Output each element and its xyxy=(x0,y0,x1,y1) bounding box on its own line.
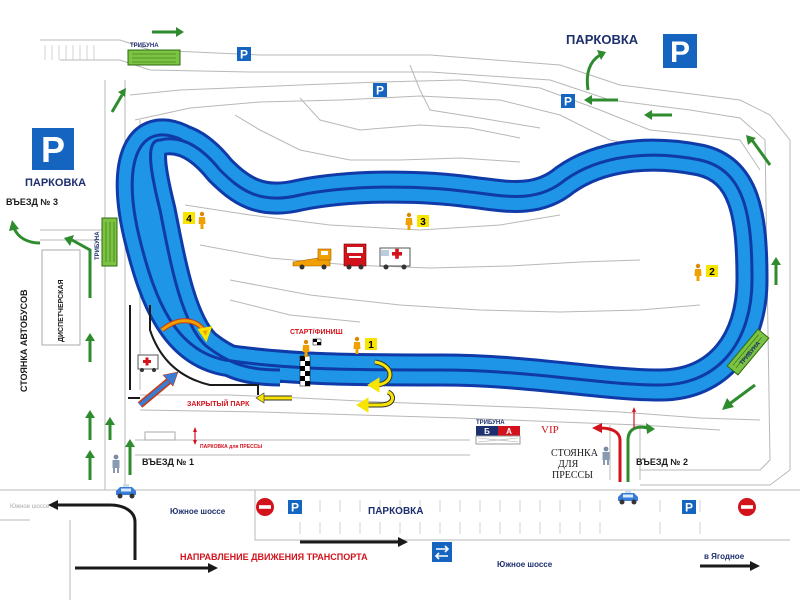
parking-sign xyxy=(237,47,251,62)
dispatch-label: ДИСПЕТЧЕРСКАЯ xyxy=(58,279,65,342)
marshal-post-3: 3 xyxy=(405,212,429,230)
stand-left-label: ТРИБУНА xyxy=(95,231,101,260)
parking-sign xyxy=(682,500,696,515)
tow-truck-icon xyxy=(292,248,332,270)
start-finish-line xyxy=(299,355,311,387)
traffic-direction-label: НАПРАВЛЕНИЕ ДВИЖЕНИЯ ТРАНСПОРТА xyxy=(180,552,368,562)
marshal-post-1: 1 xyxy=(353,336,377,354)
closed-park-entry-arrow xyxy=(137,371,179,408)
entry-1-label: ВЪЕЗД № 1 xyxy=(142,457,194,467)
parking-sign xyxy=(288,500,302,515)
stand-left: ТРИБУНА xyxy=(95,217,118,267)
press-parking-label-1: СТОЯНКА xyxy=(551,448,599,459)
press-parking-label-3: ПРЕССЫ xyxy=(552,470,593,481)
fire-truck-icon xyxy=(343,243,367,270)
race-track xyxy=(115,118,769,402)
parking-label-bottom: ПАРКОВКА xyxy=(368,506,424,517)
no-entry-icon xyxy=(738,498,756,516)
small-building xyxy=(144,431,176,441)
traffic-direction-arrows xyxy=(48,500,760,573)
parking-sign-large-right: P xyxy=(663,34,697,69)
parking-sign-large-left: P xyxy=(32,128,74,170)
press-parking-small-label: ПАРКОВКА для ПРЕССЫ xyxy=(200,444,262,450)
parking-stalls xyxy=(44,45,701,534)
south-highway-faint-label: Южное шоссе xyxy=(10,504,50,510)
svg-text:1: 1 xyxy=(368,340,374,351)
no-entry-icon xyxy=(256,498,274,516)
svg-text:3: 3 xyxy=(420,217,426,228)
traffic-arrows xyxy=(9,27,781,480)
marshal-post-4: 4 xyxy=(183,211,206,229)
ambulance-icon xyxy=(379,247,411,270)
start-finish-label: СТАРТ/ФИНИШ xyxy=(290,329,343,336)
marshal-post-2: 2 xyxy=(694,263,718,281)
svg-text:2: 2 xyxy=(709,267,715,278)
start-flag-icon xyxy=(312,338,322,346)
medical-vehicle-icon xyxy=(137,354,159,372)
stand-a-label: А xyxy=(506,427,512,436)
police-car-icon xyxy=(618,490,638,505)
svg-text:4: 4 xyxy=(186,214,192,225)
vip-label: VIP xyxy=(541,424,559,436)
press-parking-label-2: ДЛЯ xyxy=(558,459,579,470)
road-network xyxy=(0,39,800,600)
parking-label-left: ПАРКОВКА xyxy=(25,177,86,189)
entry-3-label: ВЪЕЗД № 3 xyxy=(6,197,58,207)
svg-text:P: P xyxy=(670,36,690,69)
stand-bottom: ТРИБУНА Б А xyxy=(475,420,521,445)
stand-bottom-label: ТРИБУНА xyxy=(476,420,505,426)
bus-parking-label: СТОЯНКА АВТОБУСОВ xyxy=(19,289,29,392)
yellow-arrows xyxy=(160,318,395,413)
stand-b-label: Б xyxy=(484,427,490,436)
south-highway-label-1: Южное шоссе xyxy=(170,507,226,516)
to-yagodnoe-label: в Ягодное xyxy=(704,552,745,561)
south-highway-label-2: Южное шоссе xyxy=(497,560,553,569)
stand-top-label: ТРИБУНА xyxy=(130,43,159,49)
stand-top: ТРИБУНА xyxy=(127,43,181,66)
dispatch-building xyxy=(41,249,81,346)
police-officer-icon xyxy=(602,446,610,465)
entry-2-arrows xyxy=(592,423,655,482)
parking-sign xyxy=(373,83,387,98)
press-parking-marker xyxy=(193,407,636,445)
stand-right: ТРИБУНА xyxy=(726,328,770,376)
entry-2-label: ВЪЕЗД № 2 xyxy=(636,457,688,467)
svg-text:P: P xyxy=(41,129,65,170)
closed-park-boundary xyxy=(128,305,259,399)
two-way-traffic-icon xyxy=(432,542,452,562)
parking-label-top: ПАРКОВКА xyxy=(566,32,639,47)
parking-sign xyxy=(561,94,575,109)
police-car-icon xyxy=(116,484,136,499)
closed-park-label: ЗАКРЫТЫЙ ПАРК xyxy=(187,399,250,408)
police-officer-icon xyxy=(112,454,120,473)
